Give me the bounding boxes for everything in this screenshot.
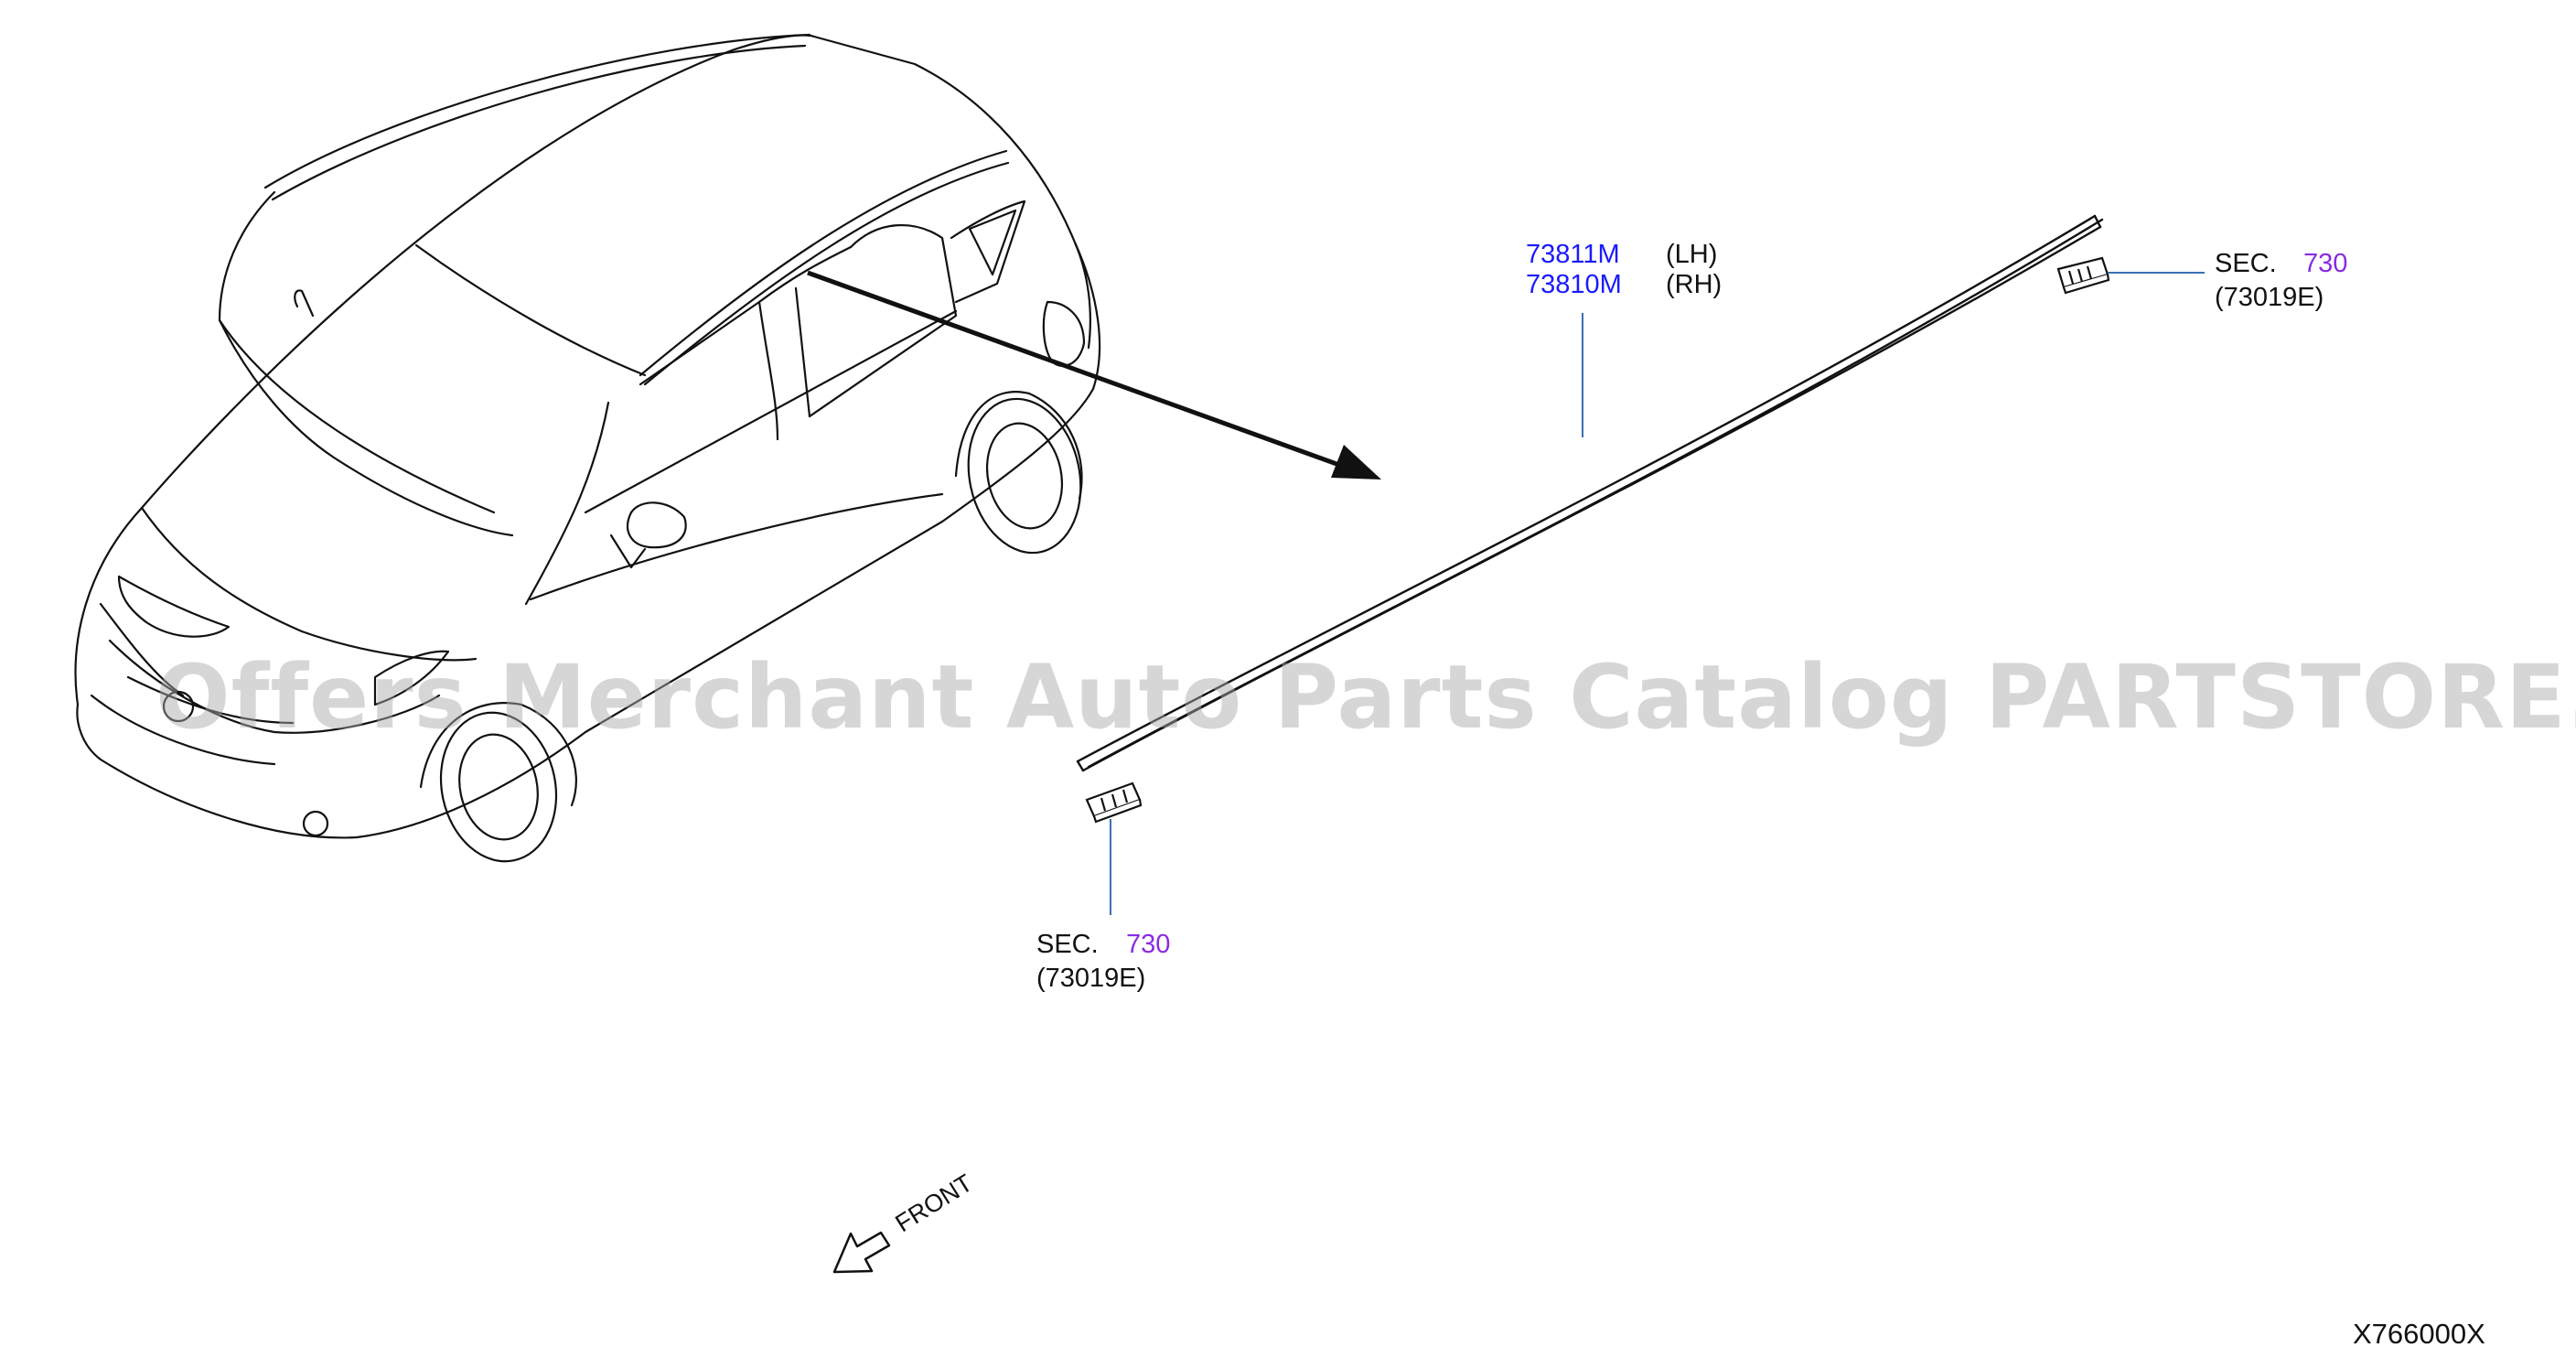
- molding-clip-front: [1085, 781, 1143, 824]
- rear-sec-prefix: SEC.: [2215, 249, 2277, 278]
- molding-clip-rear: [2056, 256, 2110, 295]
- rear-sec-link-730[interactable]: 730: [2303, 249, 2348, 278]
- front-direction-icon: [832, 1231, 891, 1274]
- diagram-code: X766000X: [2353, 1318, 2485, 1350]
- side-label-lh: (LH): [1666, 240, 1718, 269]
- watermark: Offers Merchant Auto Parts Catalog PARTS…: [156, 646, 2576, 749]
- vehicle-illustration: [74, 33, 1101, 863]
- side-label-rh: (RH): [1666, 270, 1723, 299]
- part-number-73811m[interactable]: 73811M: [1526, 240, 1620, 269]
- leader-lines: [1110, 272, 2205, 915]
- rear-sec-ref: (73019E): [2215, 283, 2324, 312]
- front-sec-ref: (73019E): [1036, 964, 1146, 993]
- front-sec-link-730[interactable]: 730: [1126, 930, 1171, 959]
- front-sec-prefix: SEC.: [1036, 930, 1099, 959]
- direction-arrow: [807, 270, 1381, 480]
- roof-molding: [1076, 214, 2104, 772]
- part-number-73810m[interactable]: 73810M: [1526, 270, 1622, 299]
